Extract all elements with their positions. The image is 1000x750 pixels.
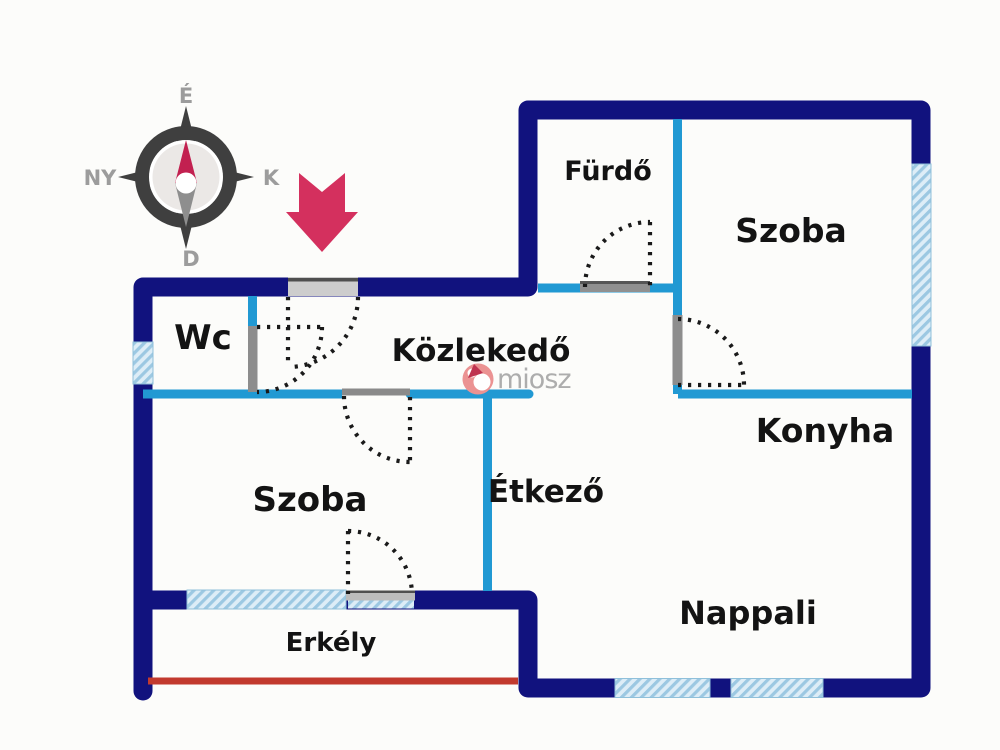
balcony-threshold: [346, 590, 415, 601]
watermark-text: miosz: [497, 364, 571, 395]
compass-west-label: NY: [84, 166, 118, 190]
compass-north-label: É: [179, 83, 193, 108]
window: [186, 589, 347, 610]
entrance-threshold-edge: [288, 278, 358, 282]
room-label-wc: Wc: [174, 318, 232, 358]
thresholds: [248, 277, 683, 609]
door-arc-room-upper: [677, 316, 747, 388]
room-label-room-upper: Szoba: [735, 211, 847, 250]
room-label-hallway: Közlekedő: [392, 333, 571, 369]
door-arc-bathroom: [582, 219, 653, 288]
windows: [132, 163, 932, 698]
room-label-dining: Étkező: [488, 474, 604, 510]
balcony-door-glass: [348, 600, 414, 609]
bathroom-threshold-edge: [580, 281, 650, 284]
compass-needle-north: [175, 140, 197, 183]
door-arc-room-lower: [341, 395, 413, 465]
compass-south-label: D: [182, 247, 199, 271]
bathroom-threshold: [580, 281, 650, 292]
window: [911, 163, 932, 347]
room-label-room-lower: Szoba: [253, 480, 368, 520]
wc-threshold: [248, 326, 258, 392]
miosz-logo-accent: [468, 364, 483, 378]
room-lower-threshold: [342, 388, 410, 396]
window: [614, 678, 711, 698]
entrance-arrow-icon: [286, 173, 358, 252]
balcony-threshold-edge: [346, 590, 415, 593]
door-arc-entrance: [285, 296, 361, 370]
compass-hub: [175, 172, 197, 194]
window: [730, 678, 824, 698]
room-upper-threshold: [672, 315, 683, 385]
door-arc-wc: [256, 324, 325, 395]
door-arc-balcony: [345, 528, 415, 595]
entrance-threshold: [288, 277, 358, 296]
window: [132, 341, 154, 385]
watermark: miosz: [462, 363, 572, 395]
room-label-balcony: Erkély: [286, 628, 377, 658]
compass-needle-south: [175, 183, 197, 227]
compass-rose-icon: É K D NY: [84, 83, 280, 271]
miosz-logo-detail: [473, 373, 491, 391]
room-label-living: Nappali: [679, 594, 817, 632]
outer-walls: [133, 100, 931, 701]
room-label-bathroom: Fürdő: [564, 156, 652, 187]
room-label-kitchen: Konyha: [756, 411, 894, 450]
compass-east-label: K: [263, 166, 280, 190]
door-arcs: [256, 219, 747, 595]
